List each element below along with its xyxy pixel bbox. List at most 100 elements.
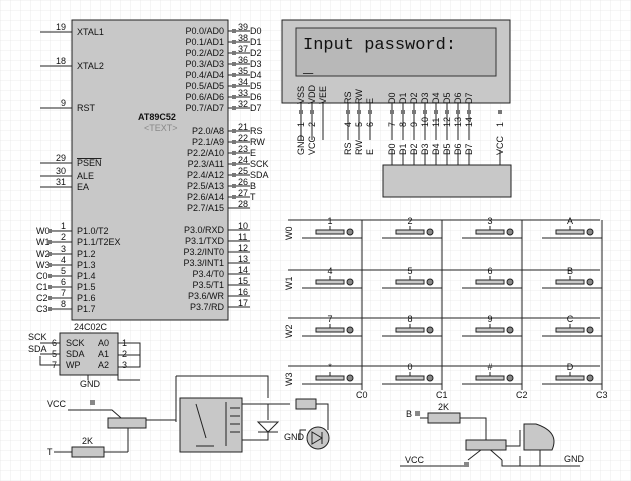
key-plunger xyxy=(395,327,425,333)
keypad-key-3-3[interactable]: D xyxy=(542,362,602,385)
mcu-left-net-label: W0 xyxy=(36,226,50,236)
mcu-left-net-label: W1 xyxy=(36,237,50,247)
key-led xyxy=(346,374,354,382)
eeprom-pin-wp: WP xyxy=(66,360,81,370)
keypad-row-label: W3 xyxy=(284,373,294,387)
lcd-pin-label: E xyxy=(365,98,375,104)
lcd-net-number: 6 xyxy=(365,122,375,127)
buzzer-speaker xyxy=(523,423,555,451)
mcu-right-pin-number: 16 xyxy=(238,287,248,297)
keypad-key-3-1[interactable]: 0 xyxy=(382,362,442,385)
eeprom-pin-a2: A2 xyxy=(98,360,109,370)
pin-terminal xyxy=(48,296,52,300)
mcu-right-pin-number: 21 xyxy=(238,122,248,132)
mcu-right-pin-label: P2.0/A8 xyxy=(192,126,224,136)
mcu-left-pin-number: 29 xyxy=(56,153,66,163)
mcu-left-pin-number: 1 xyxy=(61,221,66,231)
keypad-key-3-2[interactable]: # xyxy=(462,362,522,385)
lcd-pin-label: RS xyxy=(343,91,353,104)
key-plunger xyxy=(475,279,505,285)
lcd-module[interactable]: Input password: _ xyxy=(281,19,511,104)
keypad-key-2-2[interactable]: 9 xyxy=(462,314,522,337)
keypad-key-label: 6 xyxy=(487,266,492,276)
mcu-right-pin-number: 11 xyxy=(238,232,247,242)
key-led xyxy=(586,374,594,382)
buzzer-circuit: B 2K VCC GND xyxy=(400,402,585,467)
mcu-left-pin-label: XTAL2 xyxy=(77,61,104,71)
keypad-key-1-2[interactable]: 6 xyxy=(462,266,522,289)
lcd-net-number: 9 xyxy=(409,122,419,127)
mcu-right-pin-label: P3.1/TXD xyxy=(185,236,225,246)
keypad-key-1-1[interactable]: 5 xyxy=(382,266,442,289)
pin-terminal xyxy=(48,229,52,233)
mcu-left-pin-label: RST xyxy=(77,103,96,113)
buzzer-resistor xyxy=(427,412,461,424)
mcu-sub-label: <TEXT> xyxy=(144,123,178,133)
keypad-key-0-2[interactable]: 3 xyxy=(462,216,522,239)
pin-terminal xyxy=(232,84,236,88)
pin-terminal xyxy=(48,252,52,256)
keypad-key-3-0[interactable]: * xyxy=(302,362,362,385)
keypad-col-label: C0 xyxy=(356,390,368,400)
mcu-left-pin-number: 4 xyxy=(61,255,66,265)
pin-terminal xyxy=(401,110,405,114)
lcd-net-number: 8 xyxy=(398,122,408,127)
key-led xyxy=(506,228,514,236)
lcd-pin-label: D4 xyxy=(431,92,441,104)
mcu-left-pin-label: P1.7 xyxy=(77,304,96,314)
keypad-key-label: 1 xyxy=(327,216,332,226)
pin-terminal xyxy=(48,307,52,311)
pin-terminal xyxy=(232,95,236,99)
mcu-left-pin-number: 2 xyxy=(61,232,66,242)
mcu-right-pin-label: P3.5/T1 xyxy=(192,280,224,290)
lcd-net-number: 12 xyxy=(442,117,452,127)
mcu-right-net-label: RW xyxy=(250,137,265,147)
eeprom-wires xyxy=(39,342,141,381)
key-led xyxy=(586,326,594,334)
mcu-right-net-label: D4 xyxy=(250,70,262,80)
mcu-left-pin-label: P1.0/T2 xyxy=(77,226,109,236)
mcu-right-pin-number: 17 xyxy=(238,298,248,308)
mcu-right-pin-number: 34 xyxy=(238,77,248,87)
eeprom-pin-a1: A1 xyxy=(98,349,109,359)
lcd-pin-label: D3 xyxy=(420,92,430,104)
pin-terminal xyxy=(232,73,236,77)
lcd-net-label: D7 xyxy=(464,143,474,155)
eeprom-net-sda: SDA xyxy=(28,344,47,354)
keypad-key-2-3[interactable]: C xyxy=(542,314,602,337)
keypad-row-label: W2 xyxy=(284,325,294,339)
keypad-key-0-1[interactable]: 2 xyxy=(382,216,442,239)
lcd-net-number: 14 xyxy=(464,117,474,127)
mcu-left-pin-number: 5 xyxy=(61,266,66,276)
lcd-net-label: GND xyxy=(296,135,306,156)
key-plunger xyxy=(395,279,425,285)
lcd-net-number: 1 xyxy=(495,122,505,127)
mcu-right-pin-number: 12 xyxy=(238,243,248,253)
key-led xyxy=(506,326,514,334)
mcu-right-pin-number: 28 xyxy=(238,199,248,209)
keypad-key-1-0[interactable]: 4 xyxy=(302,266,362,289)
keypad-key-1-3[interactable]: B xyxy=(542,266,602,289)
lcd-net-number: 2 xyxy=(307,122,317,127)
keypad-key-2-1[interactable]: 8 xyxy=(382,314,442,337)
eeprom-num-3: 3 xyxy=(122,360,127,370)
mcu-left-pin-label: EA xyxy=(77,182,89,192)
keypad-key-2-0[interactable]: 7 xyxy=(302,314,362,337)
keypad-key-label: 5 xyxy=(407,266,412,276)
keypad-key-label: # xyxy=(487,362,492,372)
key-led xyxy=(506,374,514,382)
pin-terminal xyxy=(368,110,372,114)
mcu-chip[interactable]: AT89C52 <TEXT> xyxy=(71,19,229,321)
pin-terminal xyxy=(232,151,236,155)
keypad-col-label: C3 xyxy=(596,390,608,400)
keypad-col-label: C2 xyxy=(516,390,528,400)
mcu-left-pin-label: ALE xyxy=(77,171,94,181)
pin-terminal xyxy=(346,110,350,114)
keypad-key-0-3[interactable]: A xyxy=(542,216,602,239)
mcu-right-pin-number: 13 xyxy=(238,254,248,264)
keypad-key-0-0[interactable]: 1 xyxy=(302,216,362,239)
key-led xyxy=(426,326,434,334)
lcd-net-number: 1 xyxy=(296,122,306,127)
